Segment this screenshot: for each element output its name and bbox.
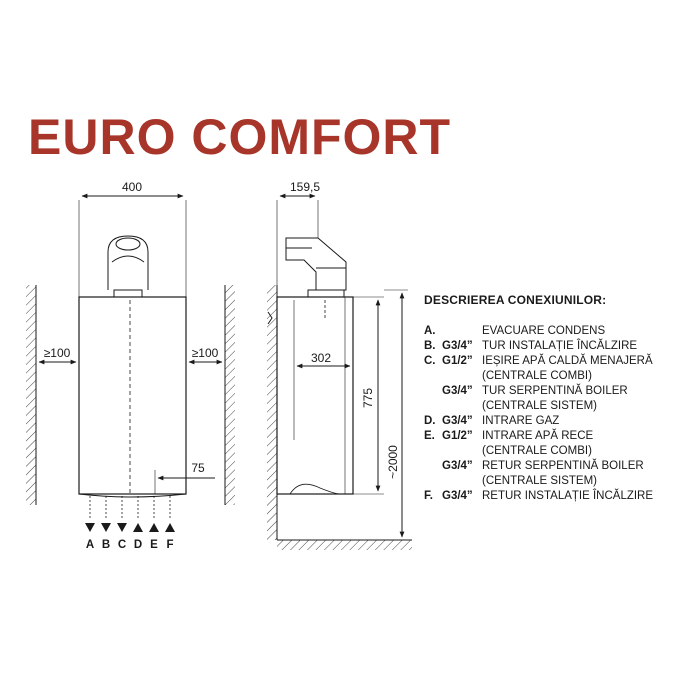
legend-row: A. EVACUARE CONDENS <box>424 324 694 339</box>
legend-letter: D. <box>424 415 436 427</box>
right-wall-hatch <box>225 285 235 505</box>
connection-arrows <box>85 523 175 532</box>
side-view <box>267 193 412 550</box>
side-wall-hatch <box>267 285 277 540</box>
legend-letter <box>424 399 442 414</box>
right-clearance-label: ≥100 <box>192 346 219 360</box>
legend-row: D. G3/4” INTRARE GAZ <box>424 414 694 429</box>
legend-description: IEȘIRE APĂ CALDĂ MENAJERĂ <box>482 355 653 367</box>
legend-thread <box>442 324 482 339</box>
legend-row: B. G3/4” TUR INSTALAȚIE ÎNCĂLZIRE <box>424 339 694 354</box>
boiler-bottom-edge <box>78 493 187 498</box>
legend-row: E. G1/2” INTRARE APĂ RECE <box>424 429 694 444</box>
flue-cap <box>115 237 141 251</box>
boiler-side-body <box>276 296 354 495</box>
width-label: 400 <box>122 180 142 194</box>
connections-legend: DESCRIEREA CONEXIUNILOR: A. EVACUARE COND… <box>424 293 694 504</box>
letter-d: D <box>134 539 142 551</box>
letter-e: E <box>150 539 158 551</box>
arrow-b <box>101 523 111 532</box>
legend-thread: G3/4” <box>442 460 473 472</box>
left-wall-hatch <box>26 285 36 505</box>
legend-rows: A. EVACUARE CONDENS B. G3/4” TUR INSTALAȚIE … <box>424 324 694 504</box>
legend-description: TUR INSTALAȚIE ÎNCĂLZIRE <box>482 340 638 352</box>
legend-thread: G3/4” <box>442 340 473 352</box>
legend-letter <box>424 444 442 459</box>
arrow-a <box>85 523 95 532</box>
product-title: EURO COMFORT <box>28 109 452 165</box>
legend-thread: G3/4” <box>442 490 473 502</box>
legend-thread <box>442 444 482 459</box>
legend-thread: G3/4” <box>442 385 473 397</box>
offset-label: 75 <box>191 461 205 475</box>
legend-description: (CENTRALE COMBI) <box>482 445 592 457</box>
legend-description: (CENTRALE SISTEM) <box>482 475 598 487</box>
floor-hatch <box>277 540 412 550</box>
arrow-f <box>165 523 175 532</box>
connection-letters: A B C D E F <box>86 539 174 551</box>
legend-description: INTRARE APĂ RECE <box>482 430 594 442</box>
letter-f: F <box>166 539 173 551</box>
legend-thread <box>442 474 482 489</box>
legend-row: G3/4” RETUR SERPENTINĂ BOILER <box>424 459 694 474</box>
legend-row: (CENTRALE COMBI) <box>424 444 694 459</box>
floor-height-label: ~2000 <box>386 445 400 479</box>
legend-description: RETUR INSTALAȚIE ÎNCĂLZIRE <box>482 490 654 502</box>
arrow-c <box>117 523 127 532</box>
left-clearance-label: ≥100 <box>44 346 71 360</box>
legend-thread <box>442 369 482 384</box>
letter-c: C <box>118 539 126 551</box>
legend-row: C. G1/2” IEȘIRE APĂ CALDĂ MENAJERĂ <box>424 354 694 369</box>
legend-letter <box>424 474 442 489</box>
legend-letter: B. <box>424 340 436 352</box>
letter-a: A <box>86 539 94 551</box>
legend-thread: G1/2” <box>442 355 473 367</box>
legend-thread: G1/2” <box>442 430 473 442</box>
legend-thread <box>442 399 482 414</box>
arrow-d <box>133 523 143 532</box>
legend-letter <box>424 459 442 474</box>
legend-thread: G3/4” <box>442 415 473 427</box>
letter-b: B <box>102 539 110 551</box>
legend-description: INTRARE GAZ <box>482 415 560 427</box>
legend-row: (CENTRALE COMBI) <box>424 369 694 384</box>
height-label: 775 <box>361 388 375 408</box>
legend-letter: A. <box>424 325 436 337</box>
legend-row: (CENTRALE SISTEM) <box>424 474 694 489</box>
legend-description: EVACUARE CONDENS <box>482 325 606 337</box>
legend-letter <box>424 384 442 399</box>
legend-description: (CENTRALE SISTEM) <box>482 400 598 412</box>
body-depth-label: 302 <box>311 351 331 365</box>
legend-letter <box>424 369 442 384</box>
legend-heading: DESCRIEREA CONEXIUNILOR: <box>424 293 607 307</box>
legend-row: G3/4” TUR SERPENTINĂ BOILER <box>424 384 694 399</box>
legend-letter: C. <box>424 355 436 367</box>
legend-row: F. G3/4” RETUR INSTALAȚIE ÎNCĂLZIRE <box>424 489 694 504</box>
connection-lines <box>89 496 171 520</box>
legend-letter: E. <box>424 430 435 442</box>
boiler-front-body <box>78 296 187 495</box>
flue-collar <box>113 289 143 298</box>
legend-row: (CENTRALE SISTEM) <box>424 399 694 414</box>
legend-description: (CENTRALE COMBI) <box>482 370 592 382</box>
front-view <box>26 193 235 532</box>
flue-pipe <box>107 235 149 290</box>
flue-depth-label: 159,5 <box>290 180 320 194</box>
side-flue-elbow <box>285 237 347 291</box>
side-flue-collar <box>307 289 345 298</box>
legend-description: TUR SERPENTINĂ BOILER <box>482 385 628 397</box>
legend-letter: F. <box>424 490 433 502</box>
legend-description: RETUR SERPENTINĂ BOILER <box>482 460 644 472</box>
arrow-e <box>149 523 159 532</box>
